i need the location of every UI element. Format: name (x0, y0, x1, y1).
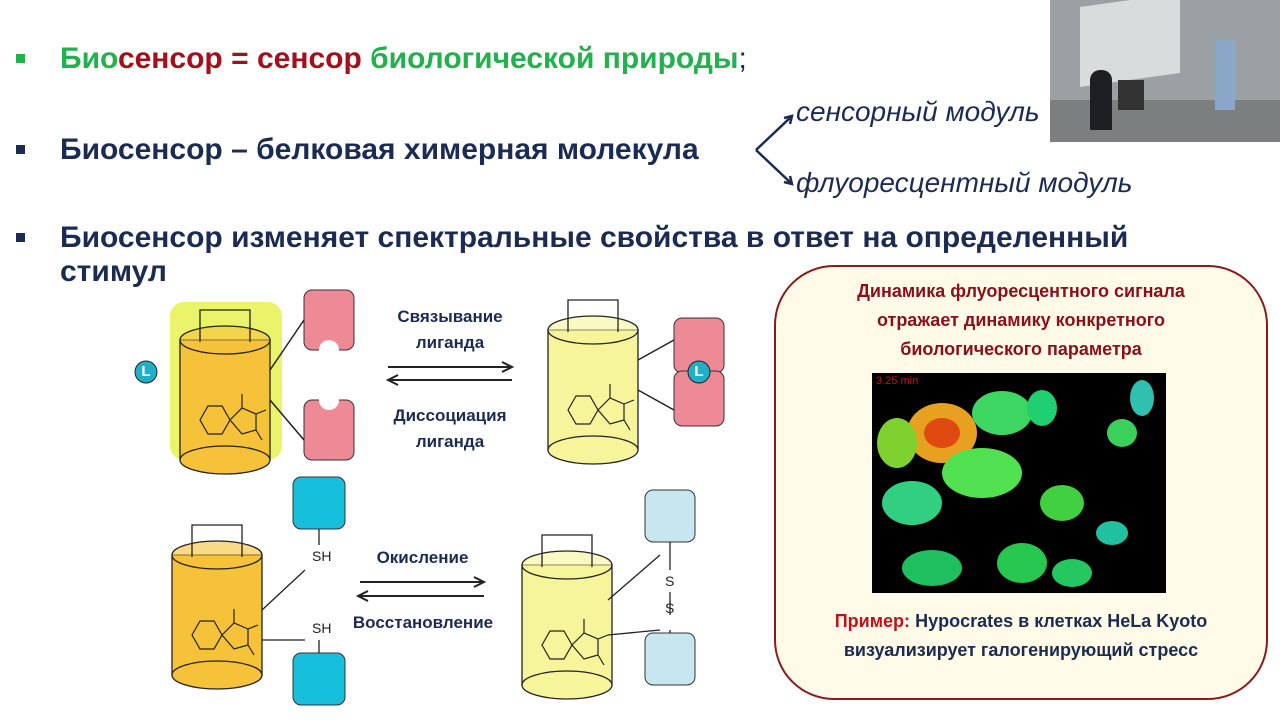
branch-fluorescent-module: флуоресцентный модуль (796, 167, 1133, 198)
sh-group: SH (312, 620, 332, 636)
branch-sensor-module: сенсорный модуль (796, 96, 1040, 127)
bullet-marker (16, 54, 25, 63)
bullet-line2: стимул (60, 255, 167, 288)
text-semicolon: ; (738, 42, 747, 75)
bullet-marker (16, 233, 25, 242)
bullet-biosensor-definition: Биосенсор = сенсор биологической природы… (60, 42, 747, 76)
sh-group: SH (312, 548, 332, 564)
text-bio: Био (60, 42, 118, 75)
protein-barrel-dim (547, 299, 639, 465)
sulfur-atom: S (665, 573, 675, 589)
biosensor-diagram (134, 289, 725, 706)
bullet-line1: Биосенсор изменяет спектральные свойства… (60, 221, 1129, 254)
text-equals: = (222, 42, 257, 75)
reduction-label: Восстановление (352, 613, 494, 632)
ligand-symbol-bound: L (694, 363, 704, 380)
speaker-webcam (1050, 0, 1280, 142)
bullet-marker (16, 145, 25, 154)
bullet-spectral-change: Биосенсор изменяет спектральные свойства… (60, 221, 1128, 289)
bullet-chimeric-molecule: Биосенсор – белковая химерная молекула (60, 133, 699, 166)
sulfur-atom: S (665, 600, 675, 616)
ligand-symbol: L (141, 363, 151, 380)
microscopy-image: 3.25 min (872, 373, 1166, 593)
text-sensor2: сенсор (256, 42, 362, 75)
branch-arrows (755, 114, 794, 186)
time-label: 3.25 min (876, 375, 919, 387)
speaker (1090, 70, 1112, 130)
ligand-icon (134, 360, 158, 384)
oxidation-label: Окисление (376, 548, 469, 567)
text-sensor: сенсор (117, 42, 223, 75)
protein-barrel-bright (179, 309, 271, 475)
text-bio-nature: биологической природы (361, 42, 739, 75)
